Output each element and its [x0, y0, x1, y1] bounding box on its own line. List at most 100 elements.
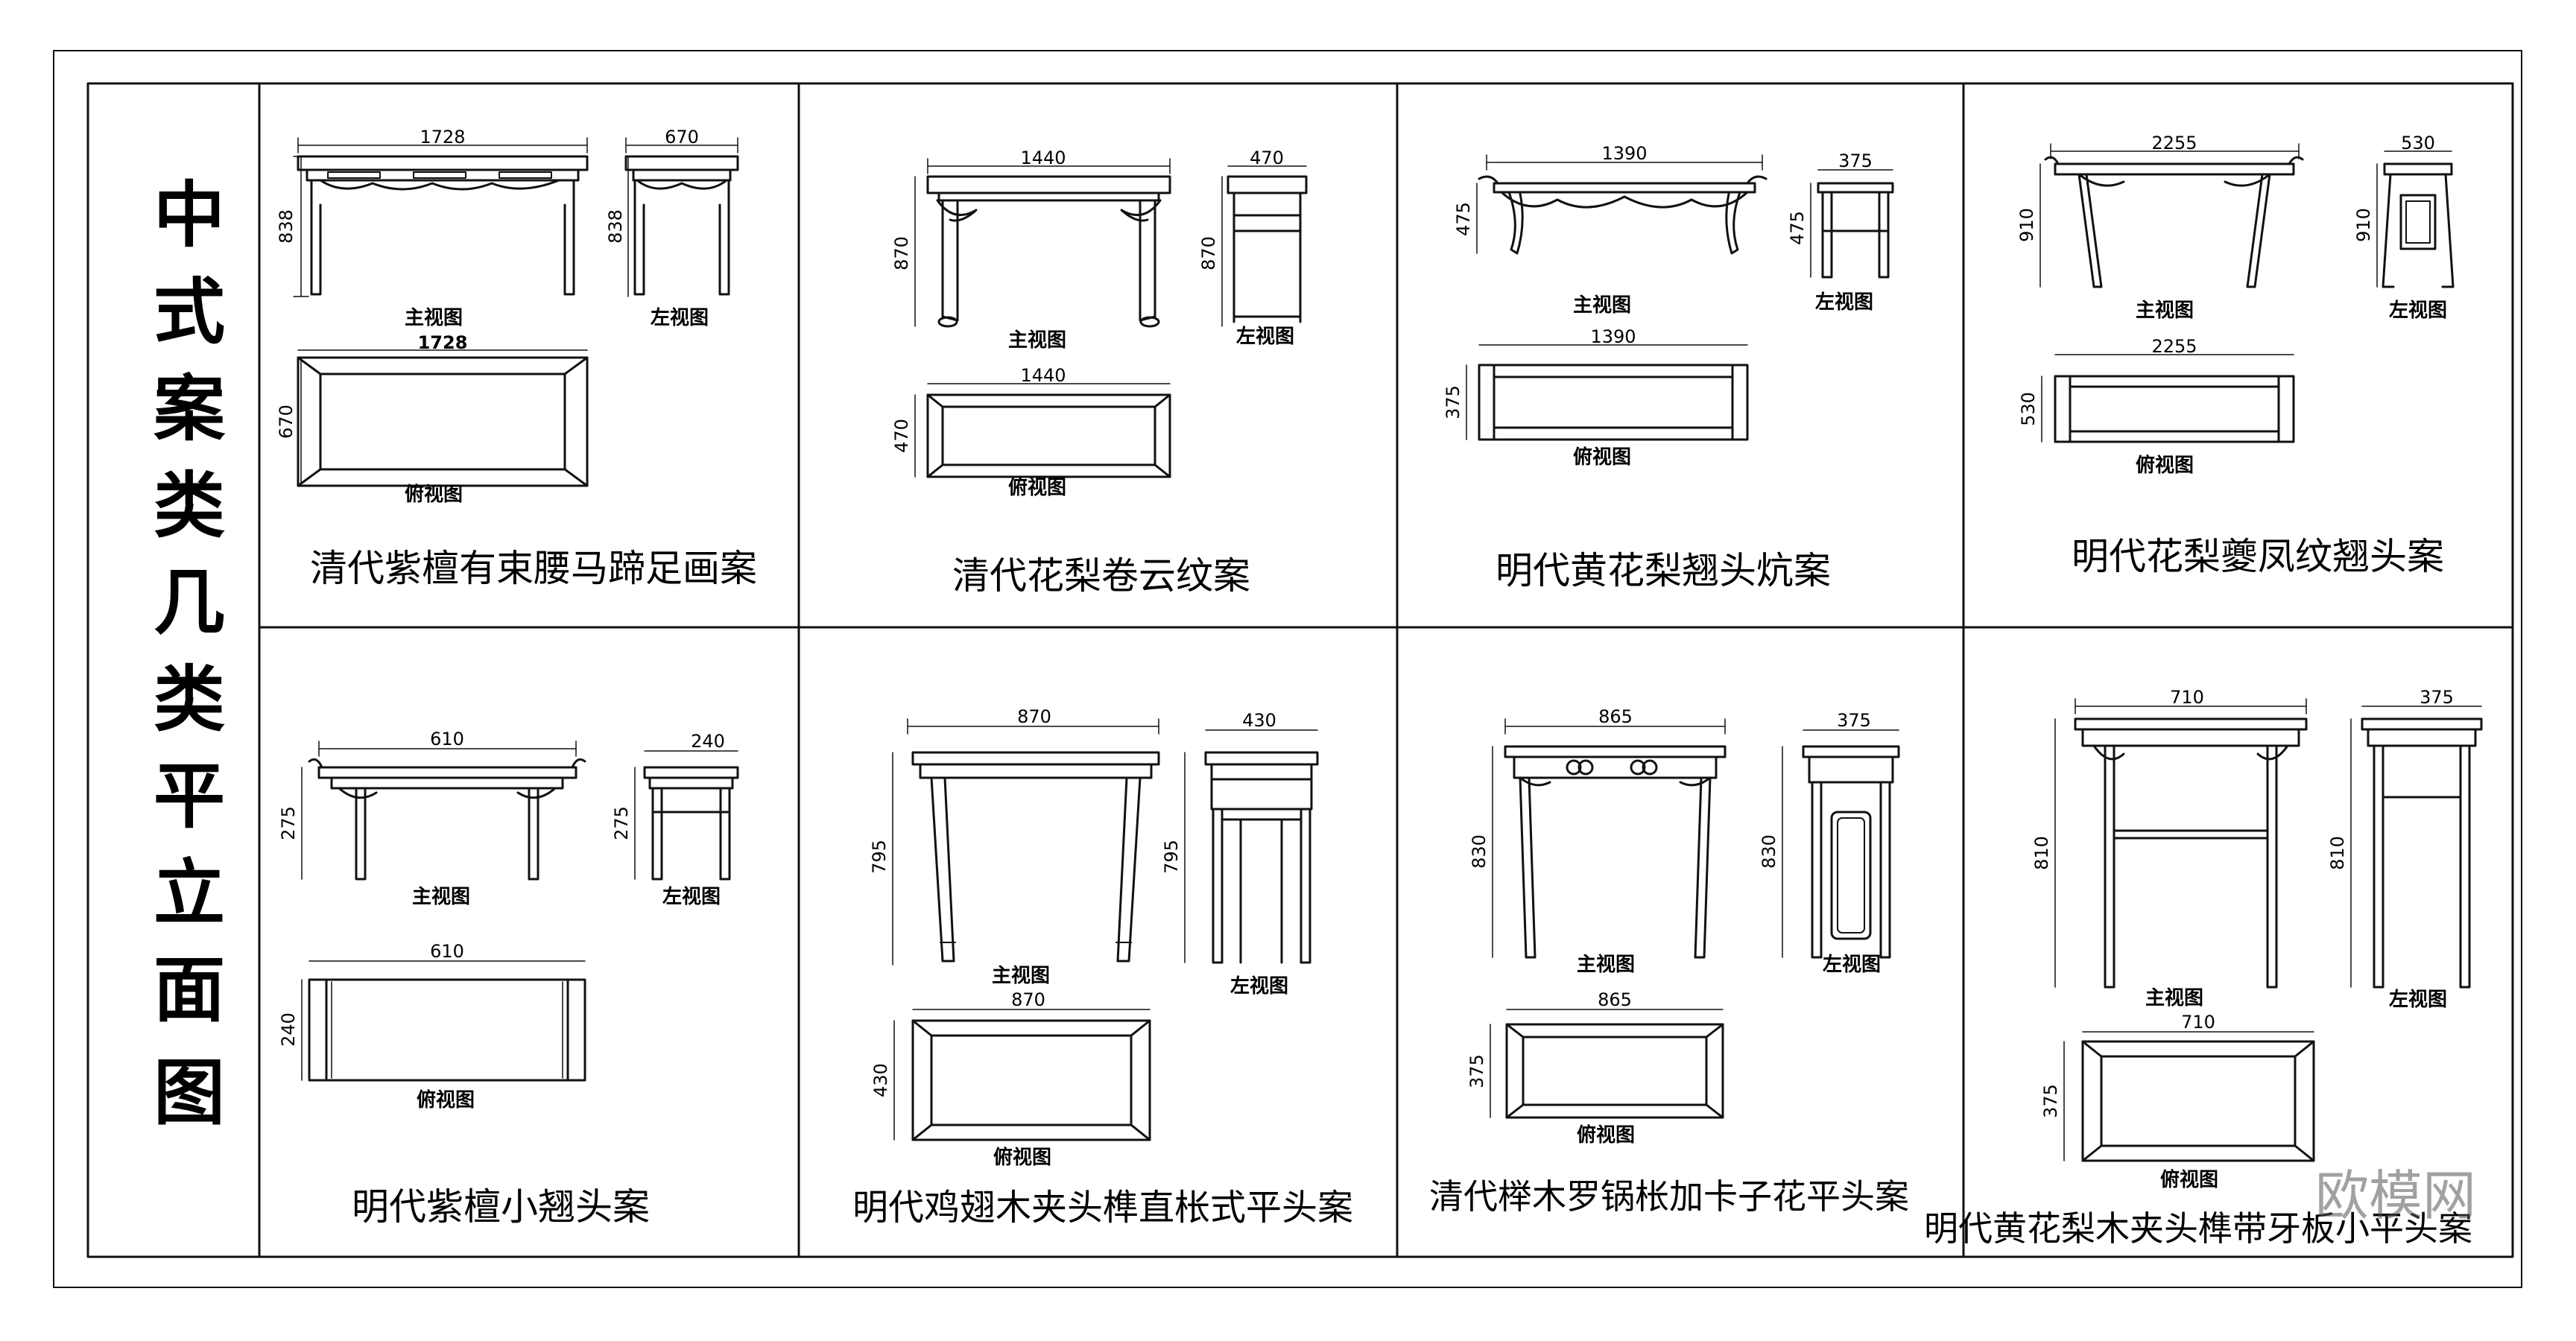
dimension-lines	[301, 960, 586, 1081]
dimension-lines	[293, 137, 588, 297]
side-view	[1817, 182, 1894, 279]
dimension-lines	[2041, 354, 2294, 443]
dimension-lines	[1492, 718, 1726, 958]
front-width-dim: 610	[430, 729, 464, 749]
dimension-lines	[892, 718, 1159, 966]
side-width-dim: 375	[1837, 710, 1871, 731]
top-width-dim: 1440	[1020, 365, 1066, 386]
front-view-label: 主视图	[412, 886, 470, 908]
top-width-dim: 870	[1011, 989, 1045, 1010]
side-view	[1204, 751, 1319, 964]
outer-frame	[53, 50, 2522, 1288]
dimension-lines	[1476, 154, 1763, 254]
top-depth-dim: 530	[2018, 392, 2039, 426]
dimension-lines	[893, 1009, 1151, 1141]
front-view	[297, 155, 589, 296]
front-height-dim: 910	[2016, 208, 2037, 242]
panel-title: 清代榉木罗锅枨加卡子花平头案	[1429, 1176, 1909, 1217]
front-width-dim: 1440	[1020, 148, 1066, 168]
front-height-dim: 795	[869, 840, 890, 874]
front-view-label: 主视图	[992, 965, 1050, 987]
front-view	[2044, 156, 2304, 288]
side-height-dim: 475	[1787, 211, 1808, 245]
title-char: 几	[154, 561, 225, 644]
sheet-title: 中 式 案 类 几 类 平 立 面 图	[154, 174, 226, 1135]
side-width-dim: 470	[1250, 148, 1284, 168]
panel-title: 清代花梨卷云纹案	[952, 554, 1250, 597]
front-width-dim: 865	[1598, 706, 1633, 727]
front-height-dim: 475	[1453, 202, 1474, 236]
top-view-label: 俯视图	[417, 1088, 475, 1112]
panel-3: 1390 475 主视图 375 475 左视图 1390 375 俯视图 明代…	[1443, 143, 1894, 592]
side-view	[643, 766, 739, 881]
panel-title: 明代黄花梨翘头炕案	[1496, 549, 1831, 592]
dimension-lines	[1184, 729, 1318, 963]
dimension-lines	[914, 383, 1171, 478]
front-width-dim: 870	[1017, 706, 1051, 727]
panel-5: 610 275 主视图 240 275 左视图 610 240 俯视图 明代紫檀…	[278, 729, 739, 1229]
front-view	[911, 751, 1160, 963]
top-view-label: 俯视图	[993, 1146, 1051, 1169]
top-view	[297, 356, 589, 487]
top-width-dim: 710	[2181, 1012, 2215, 1033]
top-width-dim: 610	[430, 941, 464, 962]
front-view-label: 主视图	[405, 307, 463, 329]
side-height-dim: 830	[1759, 834, 1779, 869]
dimension-lines	[1466, 344, 1748, 440]
inner-frame	[86, 82, 2514, 1258]
dimension-lines	[2039, 143, 2300, 288]
top-view-label: 俯视图	[1573, 446, 1631, 469]
top-depth-dim: 670	[276, 405, 297, 439]
panel-1: 1728 838 主视图 670 838 左视图 1728 670 俯视图	[276, 127, 757, 590]
dimension-lines	[2063, 1031, 2314, 1161]
dimension-lines	[625, 137, 738, 297]
title-char: 类	[154, 464, 225, 548]
side-view	[1227, 175, 1308, 323]
side-view-label: 左视图	[651, 307, 709, 329]
top-view	[1505, 1023, 1724, 1119]
front-height-dim: 810	[2031, 836, 2052, 870]
panel-title: 明代花梨夔凤纹翘头案	[2072, 535, 2444, 578]
front-view-label: 主视图	[2136, 299, 2194, 322]
dimension-lines	[1782, 729, 1899, 958]
top-depth-dim: 240	[278, 1012, 299, 1047]
side-height-dim: 810	[2327, 836, 2348, 870]
front-view	[308, 758, 586, 881]
panel-title: 明代紫檀小翘头案	[352, 1185, 650, 1229]
front-width-dim: 710	[2170, 687, 2204, 708]
side-view-label: 左视图	[1236, 326, 1294, 348]
top-view-label: 俯视图	[1577, 1123, 1635, 1147]
top-view-label: 俯视图	[1008, 476, 1066, 499]
top-view	[926, 393, 1171, 478]
top-depth-dim: 375	[1466, 1054, 1487, 1088]
front-view-label: 主视图	[1008, 329, 1066, 352]
side-width-dim: 670	[665, 127, 699, 148]
side-height-dim: 870	[1198, 236, 1219, 270]
front-width-dim: 1728	[420, 127, 465, 148]
top-view	[308, 978, 586, 1082]
side-view-label: 左视图	[662, 886, 721, 908]
top-width-dim: 2255	[2151, 336, 2197, 357]
top-view	[911, 1019, 1151, 1141]
top-depth-dim: 375	[2040, 1084, 2061, 1118]
side-width-dim: 240	[691, 731, 725, 752]
front-view	[2074, 717, 2308, 989]
dimension-lines	[297, 349, 588, 486]
top-depth-dim: 430	[870, 1063, 891, 1097]
front-view	[926, 175, 1171, 328]
dimension-lines	[914, 158, 1171, 327]
top-view-label: 俯视图	[405, 483, 463, 506]
side-view	[1802, 745, 1900, 959]
top-view-label: 俯视图	[2136, 454, 2194, 477]
side-view	[624, 155, 739, 296]
side-height-dim: 795	[1161, 840, 1182, 874]
top-view	[2081, 1040, 2315, 1162]
front-height-dim: 275	[278, 806, 299, 840]
panel-title: 明代鸡翅木夹头榫直枨式平头案	[852, 1187, 1353, 1229]
dimension-lines	[301, 741, 577, 880]
front-height-dim: 870	[891, 236, 912, 270]
panel-2: 1440 870 主视图 470 870 左视图 1440 470 俯视图 清代…	[891, 148, 1308, 597]
front-view-label: 主视图	[1573, 294, 1631, 317]
top-depth-dim: 470	[891, 419, 912, 453]
